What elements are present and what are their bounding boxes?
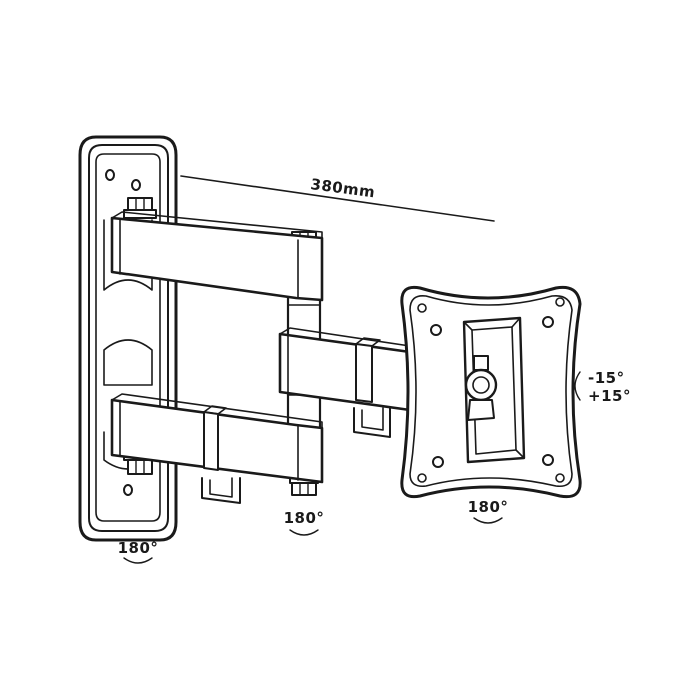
rotation-arrow-icon [289,529,319,536]
hole-icon [555,297,565,307]
tilt-label-down: +15° [588,387,631,405]
lower-arm [110,393,324,504]
vesa-plate [400,285,582,499]
hole-icon [131,179,141,191]
hole-icon [105,169,115,181]
hole-icon [430,324,442,336]
hole-icon [555,473,565,483]
dimension-line [180,175,495,222]
hole-icon [123,484,133,496]
tilt-label-up: -15° [588,369,625,387]
hole-icon [417,473,427,483]
rotation-label-wall: 180° [118,539,159,557]
tilt-knob-icon [464,368,498,402]
hole-icon [542,454,554,466]
hole-icon [432,456,444,468]
hole-icon [417,303,427,313]
dimension-label: 380mm [309,175,376,201]
rotation-arrow-icon [123,557,153,564]
tilt-arrow-icon [574,371,581,401]
upper-arm [110,211,324,302]
hole-icon [542,316,554,328]
rotation-arrow-icon [473,517,503,524]
rotation-label-middle: 180° [284,509,325,527]
rotation-label-head: 180° [468,498,509,516]
